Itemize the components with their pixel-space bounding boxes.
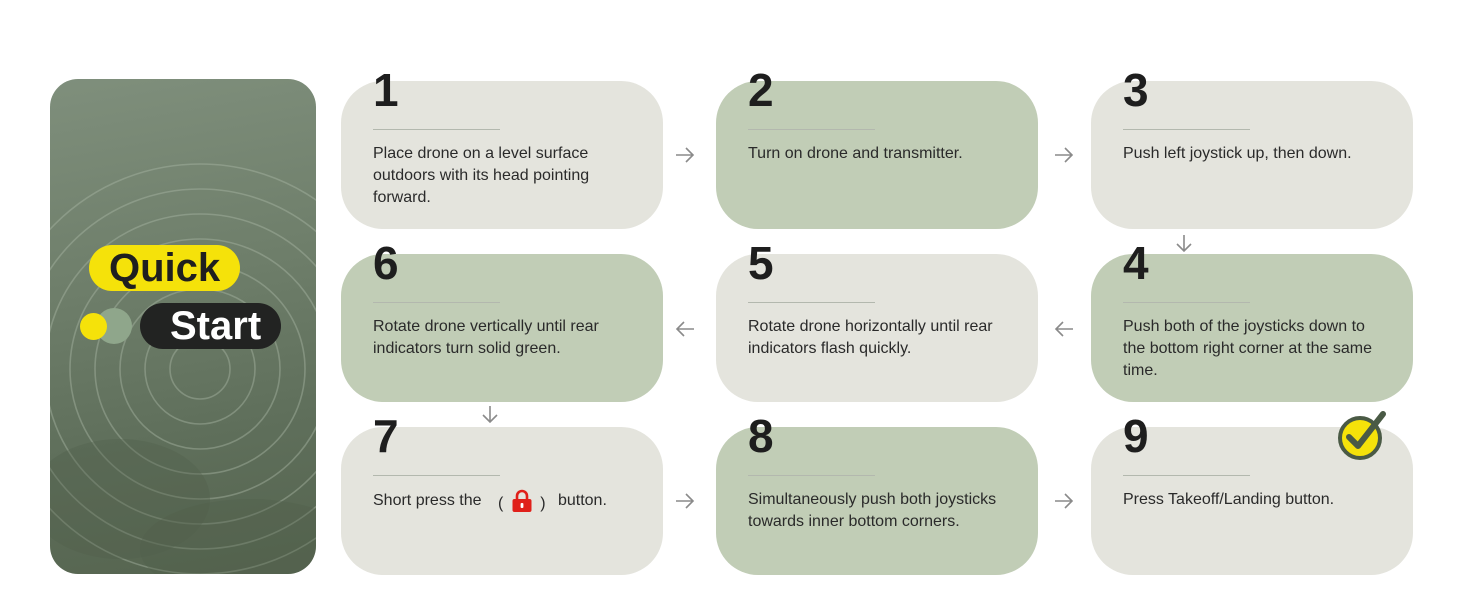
step-text-before: Short press the — [373, 492, 482, 509]
step-number: 2 — [748, 64, 774, 116]
start-label: Start — [140, 303, 282, 349]
step-text: Push left joystick up, then down. — [1123, 145, 1352, 162]
step-text: Rotate drone vertically until rear indic… — [373, 318, 599, 357]
step-text: Turn on drone and transmitter. — [748, 145, 963, 162]
step-card-7: 7 Short press the ( ) button. — [341, 413, 663, 575]
lock-icon — [512, 489, 532, 512]
divider — [373, 475, 500, 476]
step-number: 3 — [1123, 64, 1149, 116]
step-card-3: 3 Push left joystick up, then down. — [1091, 67, 1413, 229]
step-text: Simultaneously push both joysticks towar… — [748, 491, 997, 530]
paren-close: ) — [540, 495, 546, 512]
step-text: Short press the ( ) button. — [373, 489, 641, 515]
divider — [748, 475, 875, 476]
lock-button-reference: ( ) — [498, 489, 546, 515]
step-text: Rotate drone horizontally until rear ind… — [748, 318, 993, 357]
check-badge-icon — [1338, 411, 1386, 460]
arrow-right-icon — [1055, 147, 1074, 163]
step-text: Press Takeoff/Landing button. — [1123, 491, 1335, 508]
arrow-down-icon — [482, 406, 498, 424]
arrow-right-icon — [676, 493, 695, 509]
quick-label: Quick — [89, 245, 241, 291]
step-card-4: 4 Push both of the joysticks down to the… — [1091, 240, 1413, 402]
step-text: Place drone on a level surface outdoors … — [373, 145, 590, 206]
step-number: 9 — [1123, 410, 1149, 462]
step-card-1: 1 Place drone on a level surface outdoor… — [341, 67, 663, 229]
arrow-left-icon — [675, 321, 694, 337]
step-number: 7 — [373, 410, 399, 462]
divider — [1123, 129, 1250, 130]
step-number: 6 — [373, 237, 399, 289]
divider — [748, 302, 875, 303]
step-number: 5 — [748, 237, 774, 289]
arrow-right-icon — [676, 147, 695, 163]
divider — [748, 129, 875, 130]
divider — [373, 129, 500, 130]
step-card-5: 5 Rotate drone horizontally until rear i… — [716, 240, 1038, 402]
step-number: 8 — [748, 410, 774, 462]
divider — [1123, 302, 1250, 303]
concentric-rings-decoration — [50, 163, 316, 574]
paren-open: ( — [497, 495, 504, 512]
arrow-left-icon — [1054, 321, 1073, 337]
step-number: 1 — [373, 64, 399, 116]
divider — [1123, 475, 1250, 476]
arrow-down-icon — [1176, 235, 1192, 253]
step-text-after: button. — [557, 492, 607, 509]
step-card-6: 6 Rotate drone vertically until rear ind… — [341, 240, 663, 402]
step-card-8: 8 Simultaneously push both joysticks tow… — [716, 413, 1038, 575]
step-card-2: 2 Turn on drone and transmitter. — [716, 67, 1038, 229]
yellow-dot-decoration — [80, 313, 107, 340]
divider — [373, 302, 500, 303]
step-text: Push both of the joysticks down to the b… — [1123, 318, 1373, 379]
arrow-right-icon — [1055, 493, 1074, 509]
step-number: 4 — [1123, 237, 1149, 289]
quick-start-hero: Quick Start — [50, 79, 316, 574]
